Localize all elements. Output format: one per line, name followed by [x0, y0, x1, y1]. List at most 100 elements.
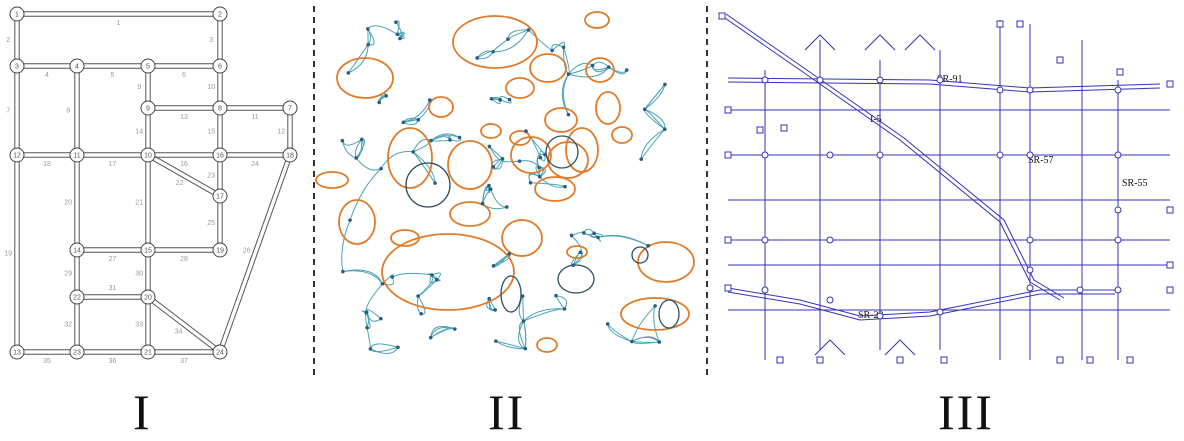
zone-5 — [1117, 69, 1123, 75]
link-id-4: 4 — [45, 72, 49, 79]
cluster-node-14 — [663, 83, 667, 87]
cluster-node-61 — [506, 37, 510, 41]
cluster-node-47 — [537, 166, 541, 170]
orange-cluster-15 — [638, 242, 694, 282]
cluster-node-16 — [567, 113, 571, 117]
zone-2 — [997, 21, 1003, 27]
cluster-node-71 — [492, 264, 496, 268]
cluster-node-26 — [596, 236, 600, 240]
orange-cluster-1 — [453, 16, 537, 68]
interchange-6 — [1027, 87, 1033, 93]
freeway-sr22-b — [728, 292, 1115, 320]
node-id-18: 18 — [286, 153, 294, 160]
link-id-28: 28 — [180, 256, 188, 263]
cluster-node-81 — [518, 159, 522, 163]
node-id-23: 23 — [73, 350, 81, 357]
cluster-node-67 — [550, 49, 554, 53]
cluster-node-50 — [538, 175, 542, 179]
cluster-node-27 — [384, 94, 388, 98]
zone-19 — [897, 357, 903, 363]
link-id-20: 20 — [64, 200, 72, 207]
orange-cluster-11 — [339, 200, 375, 244]
cluster-link — [350, 169, 381, 221]
cluster-link — [491, 189, 507, 207]
zone-13 — [725, 285, 731, 291]
link-id-18: 18 — [43, 161, 51, 168]
node-id-8: 8 — [218, 106, 222, 113]
zone-17 — [777, 357, 783, 363]
clustered-network — [316, 12, 694, 353]
interchange-13 — [1115, 152, 1121, 158]
cluster-node-66 — [394, 20, 398, 24]
cluster-node-29 — [354, 156, 358, 160]
freeway-network: SR-91 I-5 SR-57 SR-55 SR-22 — [719, 13, 1173, 363]
cluster-node-82 — [379, 317, 383, 321]
cluster-node-7 — [562, 45, 566, 49]
link-id-21: 21 — [135, 200, 143, 207]
link-id-22: 22 — [176, 180, 184, 187]
node-id-22: 22 — [73, 295, 81, 302]
cluster-node-20 — [390, 275, 394, 279]
orange-cluster-8 — [448, 141, 492, 189]
cluster-node-49 — [493, 308, 497, 312]
link-id-12: 12 — [277, 129, 285, 136]
zone-14 — [1057, 357, 1063, 363]
zone-4 — [1057, 57, 1063, 63]
cluster-node-5 — [539, 156, 543, 160]
link-id-11: 11 — [251, 114, 258, 121]
node-id-7: 7 — [288, 106, 292, 113]
interchange-19 — [827, 297, 833, 303]
panel-label-i: I — [133, 383, 152, 441]
cluster-link — [524, 309, 565, 321]
cluster-node-43 — [411, 150, 415, 154]
orange-cluster-18 — [429, 97, 453, 117]
link-id-17: 17 — [109, 161, 117, 168]
cluster-node-32 — [487, 184, 491, 188]
interchange-12 — [1027, 152, 1033, 158]
cluster-node-8 — [508, 98, 512, 102]
node-id-9: 9 — [146, 106, 150, 113]
cluster-node-21 — [458, 136, 462, 140]
cluster-node-74 — [429, 139, 433, 143]
zone-1 — [719, 13, 725, 19]
panel-label-ii: II — [488, 383, 525, 441]
orange-cluster-3 — [530, 54, 566, 82]
cluster-link — [572, 235, 582, 252]
dark-cluster-1 — [406, 163, 450, 207]
orange-cluster-5 — [596, 92, 620, 124]
node-id-19: 19 — [216, 248, 224, 255]
cluster-node-11 — [398, 37, 402, 41]
node-id-4: 4 — [75, 64, 79, 71]
road-link-34 — [147, 299, 219, 354]
zone-20 — [941, 357, 947, 363]
cluster-node-3 — [489, 187, 493, 191]
interchange-25 — [1027, 267, 1033, 273]
cluster-link — [367, 328, 370, 349]
dark-cluster-6 — [659, 300, 679, 328]
cluster-link — [368, 26, 398, 35]
cluster-link — [641, 129, 665, 159]
cluster-node-42 — [448, 138, 452, 142]
cluster-node-83 — [563, 185, 567, 189]
cluster-link — [632, 342, 659, 343]
label-sr55: SR-55 — [1122, 178, 1148, 189]
road-link-34-reverse — [149, 295, 221, 350]
link-id-13: 13 — [180, 114, 188, 121]
cluster-link — [431, 140, 450, 141]
interchange-17 — [1115, 237, 1121, 243]
cluster-link — [645, 84, 665, 109]
zone-12 — [725, 237, 731, 243]
interchange-3 — [877, 77, 883, 83]
link-id-10: 10 — [207, 84, 215, 91]
cluster-link — [609, 67, 627, 72]
zone-11 — [725, 152, 731, 158]
interchange-11 — [997, 152, 1003, 158]
cluster-node-46 — [341, 139, 345, 143]
node-id-13: 13 — [13, 350, 21, 357]
road-link-26 — [218, 154, 288, 351]
node-id-24: 24 — [216, 350, 224, 357]
road-link-26-reverse — [222, 156, 292, 353]
cluster-node-88 — [606, 322, 610, 326]
